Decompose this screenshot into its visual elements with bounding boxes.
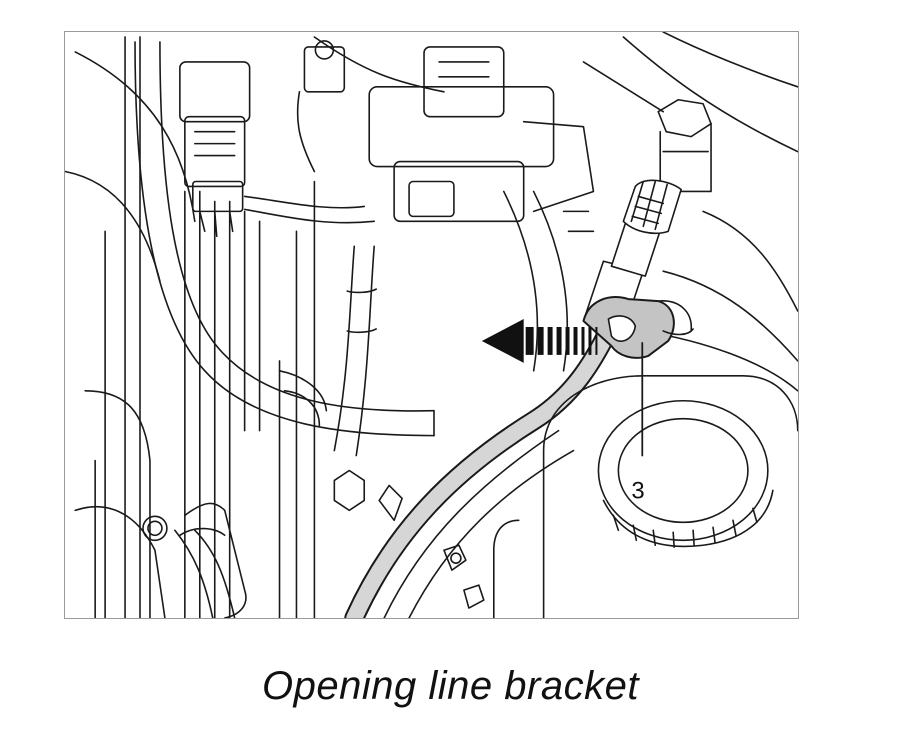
hex-nut <box>657 98 712 193</box>
callout-number: 3 <box>631 477 644 504</box>
engine-bay-illustration: 3 <box>64 31 799 619</box>
background-structure <box>65 32 798 392</box>
left-harness <box>74 36 261 618</box>
coolant-hose-loop <box>134 41 435 618</box>
fuel-line <box>344 321 619 618</box>
clips-fasteners <box>333 469 485 609</box>
coil-module <box>296 40 595 223</box>
central-pipes <box>278 180 377 618</box>
electrical-connector <box>179 61 375 238</box>
arrow-left-icon <box>481 319 598 363</box>
reservoir-cap <box>492 375 798 618</box>
line-bracket <box>582 296 694 359</box>
figure-caption: Opening line bracket <box>262 664 639 708</box>
